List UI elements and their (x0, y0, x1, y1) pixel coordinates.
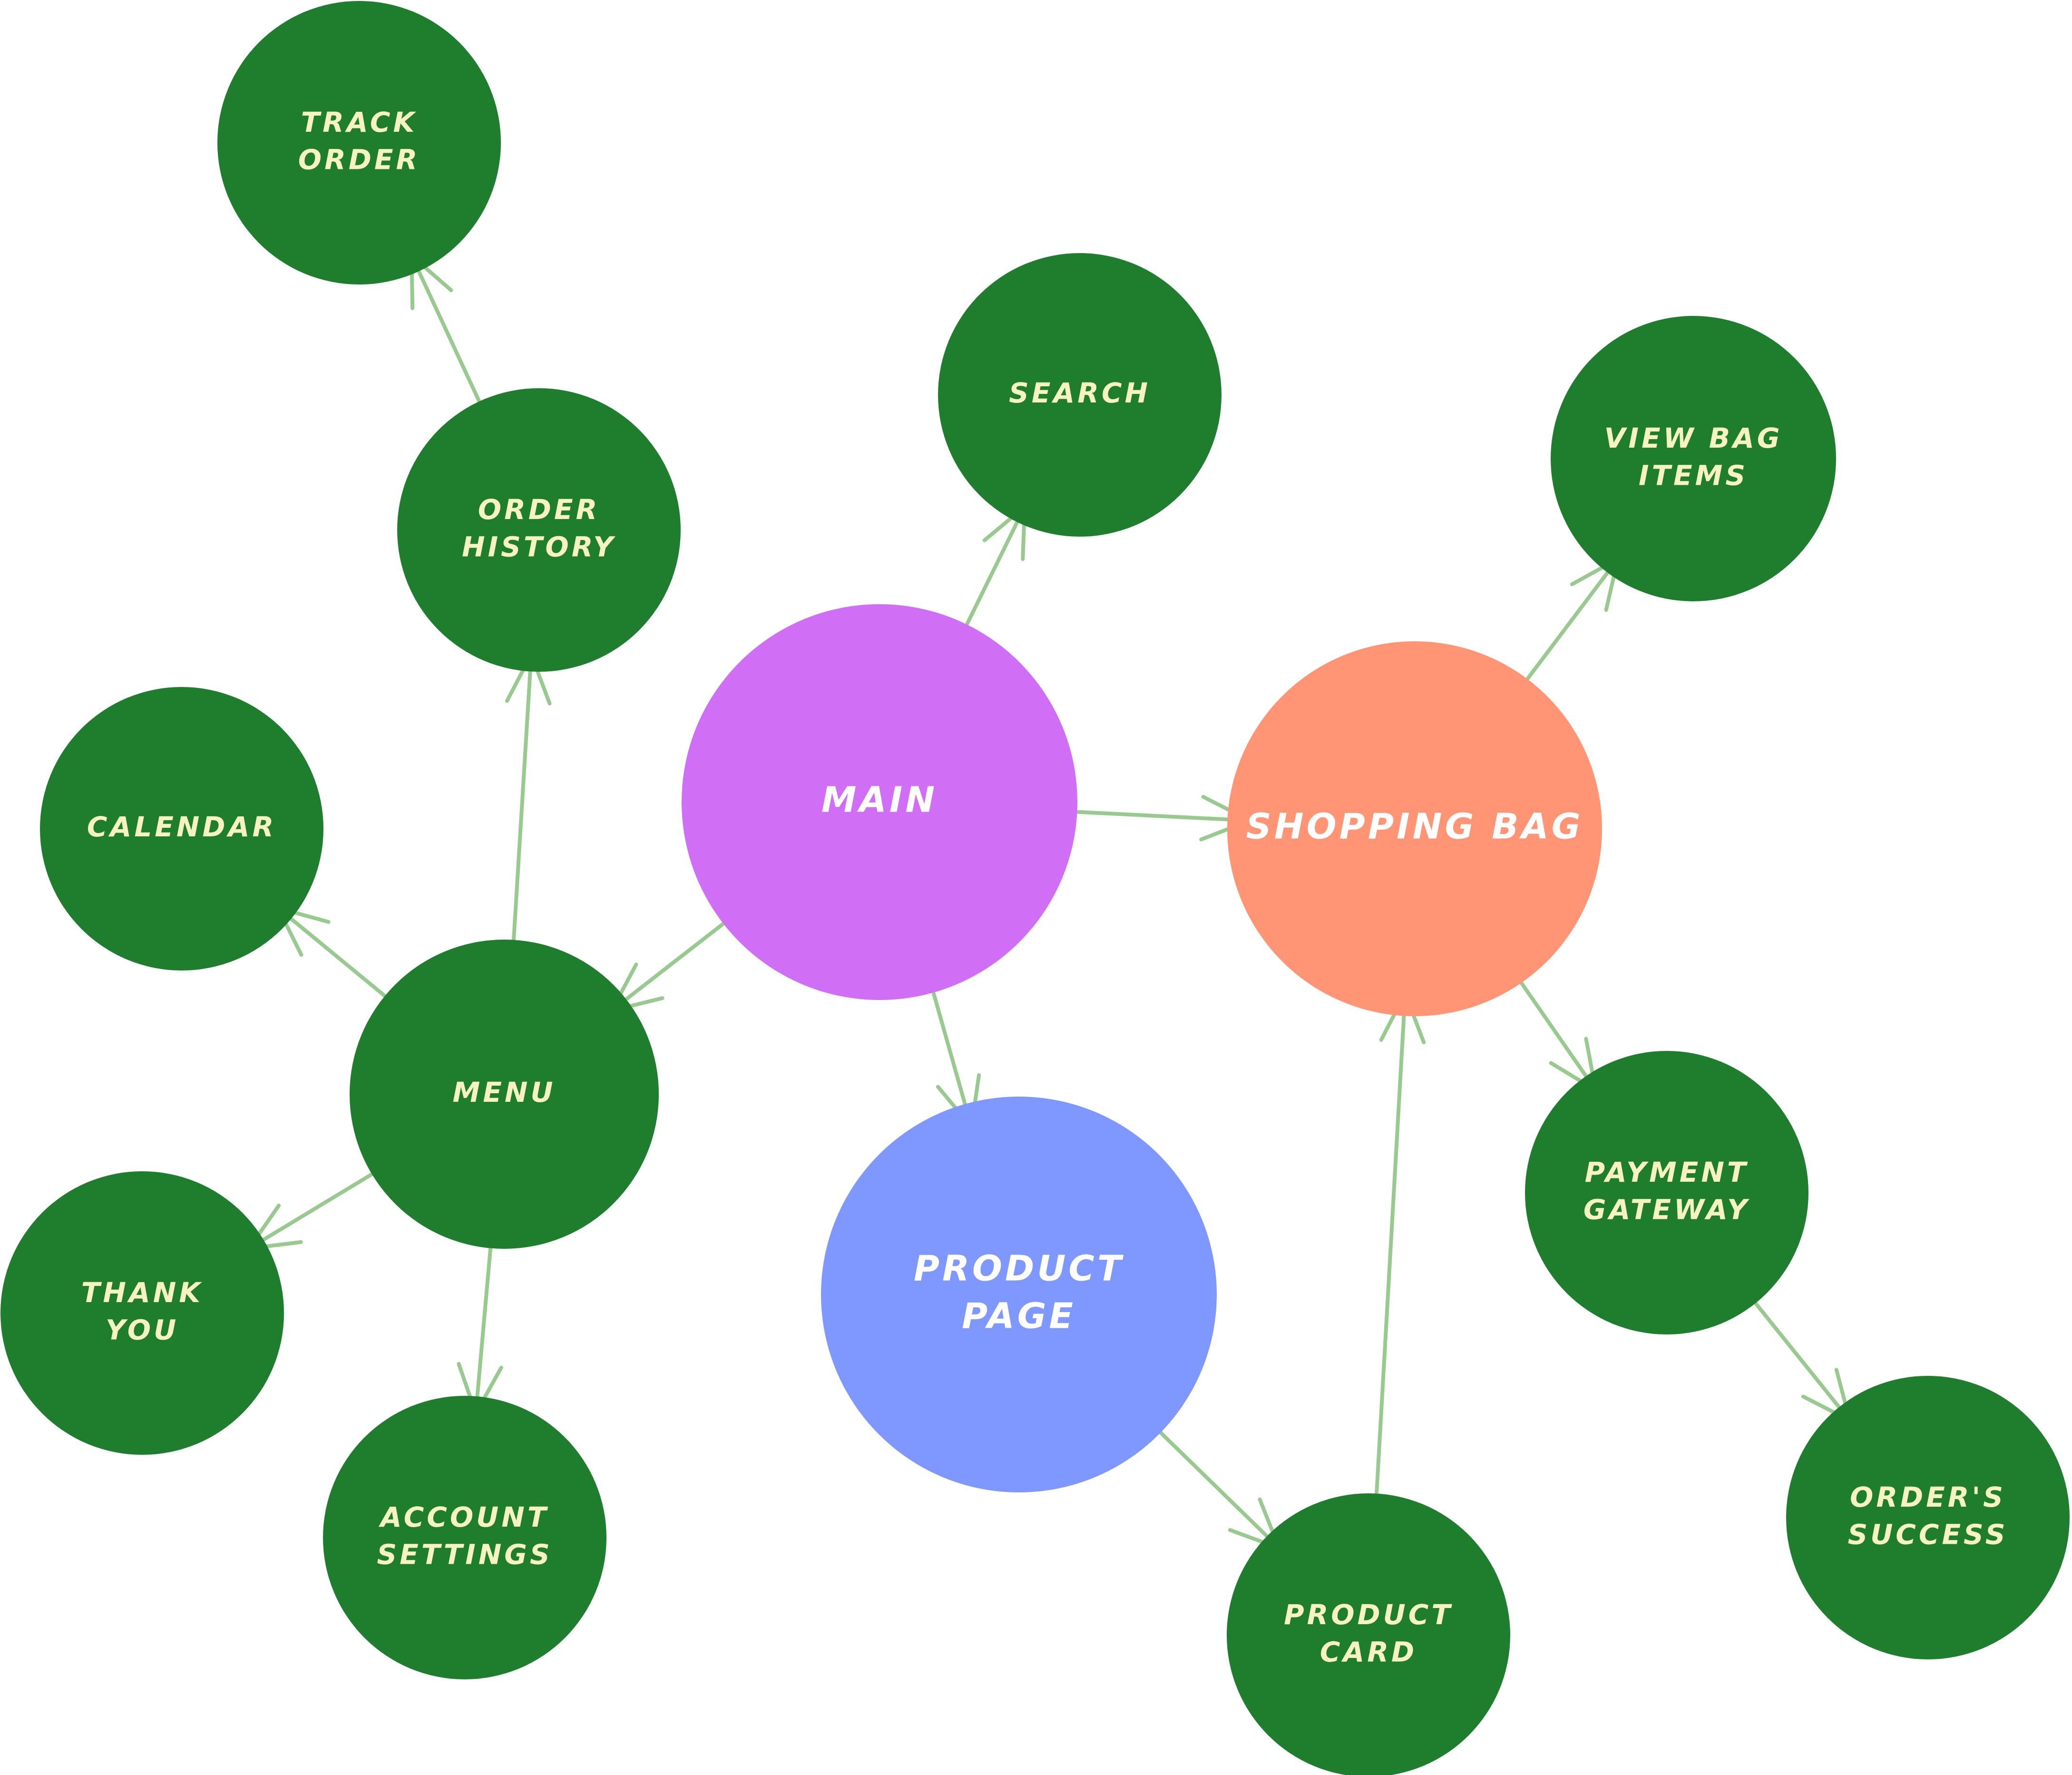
node-label: ORDER'S (1850, 1481, 2006, 1513)
node-label: CALENDAR (87, 811, 276, 843)
node-circle (1227, 1493, 1510, 1775)
node-label: HISTORY (462, 530, 616, 563)
edge-product-card-to-shopping-bag (1371, 991, 1426, 1549)
node-orders-success: ORDER'S SUCCESS (1786, 1376, 2070, 1659)
node-label: GATEWAY (1583, 1193, 1750, 1226)
node-circle (1525, 1051, 1808, 1334)
node-circle (217, 1, 501, 284)
node-thank-you: THANK YOU (0, 1171, 284, 1455)
node-shopping-bag: SHOPPING BAG (1227, 641, 1602, 1016)
node-payment-gateway: PAYMENT GATEWAY (1525, 1051, 1808, 1334)
node-account-settings: ACCOUNT SETTINGS (323, 1396, 606, 1679)
node-label: SETTINGS (377, 1538, 552, 1570)
node-label: ACCOUNT (379, 1501, 549, 1533)
node-label: ORDER (478, 493, 600, 526)
node-label: SUCCESS (1847, 1518, 2008, 1550)
node-label: THANK (81, 1276, 203, 1309)
node-label: PAYMENT (1585, 1156, 1749, 1188)
node-label: YOU (106, 1314, 179, 1346)
node-label: CARD (1320, 1636, 1417, 1668)
node-main: MAIN (682, 604, 1077, 1000)
node-label: PRODUCT (914, 1248, 1124, 1289)
node-label: ITEMS (1639, 459, 1748, 491)
node-circle (1227, 641, 1602, 1016)
node-circle (397, 388, 681, 672)
node-label: SHOPPING BAG (1246, 806, 1583, 847)
node-circle (682, 604, 1077, 1000)
node-track-order: TRACK ORDER (217, 1, 501, 284)
node-label: MAIN (821, 780, 938, 821)
node-circle (821, 1097, 1217, 1492)
node-circle (40, 687, 323, 971)
node-label: PRODUCT (1284, 1598, 1453, 1631)
node-calendar: CALENDAR (40, 687, 323, 971)
node-circle (1786, 1376, 2070, 1659)
node-label: ORDER (298, 143, 420, 176)
node-label: PAGE (962, 1295, 1076, 1336)
node-product-card: PRODUCT CARD (1227, 1493, 1510, 1775)
node-circle (350, 940, 659, 1249)
node-circle (938, 253, 1222, 537)
node-circle (0, 1171, 284, 1455)
node-view-bag-items: VIEW BAG ITEMS (1551, 316, 1836, 601)
node-label: TRACK (301, 106, 418, 138)
node-label: SEARCH (1009, 377, 1151, 409)
node-menu: MENU (350, 940, 659, 1249)
node-circle (323, 1396, 606, 1679)
node-product-page: PRODUCT PAGE (821, 1097, 1217, 1492)
node-circle (1551, 316, 1836, 601)
edge-line (1371, 991, 1407, 1549)
node-order-history: ORDER HISTORY (397, 388, 681, 672)
node-search: SEARCH (938, 253, 1222, 537)
node-label: VIEW BAG (1604, 422, 1783, 454)
node-label: MENU (453, 1076, 556, 1108)
